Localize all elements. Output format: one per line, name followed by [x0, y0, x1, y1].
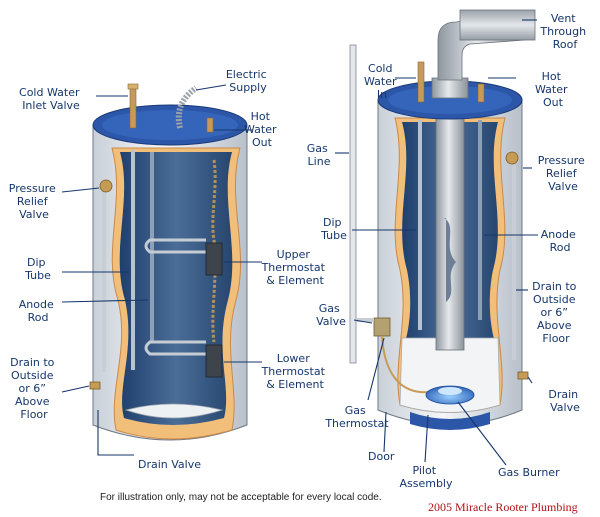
- gas-pilot-tube: [381, 335, 431, 394]
- label-cold-water-inlet-valve: Cold Water Inlet Valve: [19, 86, 83, 112]
- label-gas-valve: Gas Valve: [316, 302, 346, 328]
- electric-upper-thermostat: [205, 242, 223, 276]
- label-electric-dip-tube: Dip Tube: [24, 256, 51, 282]
- label-electric-drain-valve: Drain Valve: [138, 458, 201, 471]
- label-upper-thermostat: Upper Thermostat & Element: [261, 248, 329, 287]
- label-electric-supply: Electric Supply: [226, 68, 270, 94]
- disclaimer-text: For illustration only, may not be accept…: [100, 492, 382, 503]
- label-gas-drain-valve: Drain Valve: [548, 388, 581, 414]
- gas-combustion-chamber: [399, 337, 501, 413]
- gas-labels: Vent Through Roof Cold Water In Hot Wate…: [307, 12, 589, 490]
- gas-water-heater: [349, 9, 536, 430]
- gas-burner-ring: [438, 387, 462, 395]
- electric-cold-inlet-pipe: [129, 85, 137, 129]
- electric-lower-element: [144, 340, 206, 356]
- electric-relief-valve: [99, 179, 113, 193]
- gas-access-door: [410, 412, 490, 430]
- electric-drain-valve: [89, 381, 101, 390]
- gas-hot-out-pipe: [477, 83, 485, 103]
- electric-dip-tube: [131, 150, 135, 370]
- electric-cold-inlet-cap: [127, 83, 139, 90]
- label-lower-thermostat: Lower Thermostat & Element: [261, 352, 329, 391]
- gas-flue: [435, 87, 465, 351]
- label-gas-dip-tube: Dip Tube: [320, 216, 347, 242]
- label-gas-line: Gas Line: [307, 142, 332, 168]
- label-electric-drain: Drain to Outside or 6” Above Floor: [10, 356, 58, 421]
- label-pilot-assembly: Pilot Assembly: [399, 464, 453, 490]
- electric-labels: Cold Water Inlet Valve Electric Supply H…: [9, 68, 329, 471]
- label-gas-hot-water-out: Hot Water Out: [535, 70, 571, 109]
- label-gas-drain: Drain to Outside or 6” Above Floor: [532, 280, 580, 345]
- label-gas-pressure-relief-valve: Pressure Relief Valve: [538, 154, 588, 193]
- label-door: Door: [368, 450, 395, 463]
- electric-tank-bottom: [124, 403, 224, 419]
- label-gas-anode-rod: Anode Rod: [541, 228, 579, 254]
- leader-lines: [61, 19, 538, 466]
- electric-upper-element: [144, 238, 206, 254]
- label-gas-thermostat: Gas Thermostat: [324, 404, 389, 430]
- electric-water-heater: [89, 83, 248, 441]
- label-cold-water-in: Cold Water In: [364, 62, 400, 101]
- gas-control-valve: [373, 317, 391, 337]
- electric-hot-out-pipe: [206, 117, 214, 133]
- electric-supply-conduit: [175, 85, 198, 129]
- label-electric-anode-rod: Anode Rod: [19, 298, 57, 324]
- gas-line-pipe: [349, 44, 357, 364]
- gas-cold-in-pipe: [417, 61, 425, 103]
- label-gas-burner: Gas Burner: [498, 466, 560, 479]
- gas-dip-tube: [418, 120, 422, 330]
- gas-drain-valve: [517, 371, 529, 380]
- gas-relief-valve: [505, 151, 519, 165]
- label-electric-pressure-relief-valve: Pressure Relief Valve: [9, 182, 59, 221]
- electric-tank-interior: [119, 152, 233, 425]
- electric-wiring: [211, 159, 217, 343]
- electric-anode-rod: [150, 152, 154, 342]
- electric-tank-top-rim: [102, 110, 238, 140]
- gas-anode-rod: [478, 120, 482, 320]
- gas-vent-horizontal: [459, 9, 536, 41]
- credit-text: 2005 Miracle Rooter Plumbing: [428, 500, 578, 514]
- electric-lower-thermostat: [205, 344, 223, 378]
- gas-flue-baffle: [444, 218, 456, 302]
- label-electric-hot-water-out: Hot Water Out: [244, 110, 280, 149]
- gas-flue-collar: [431, 77, 469, 99]
- label-vent-through-roof: Vent Through Roof: [539, 12, 589, 51]
